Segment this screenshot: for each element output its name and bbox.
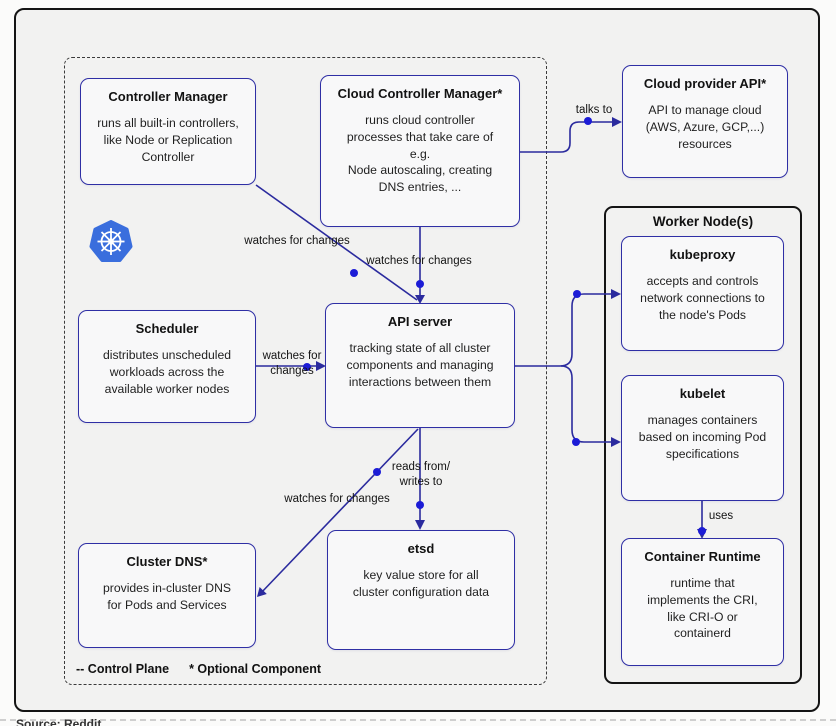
worker-node-title: Worker Node(s) (652, 214, 754, 229)
edge-label-watches-for-changes-dns: watches for changes (284, 493, 390, 505)
kubelet-body: manages containers based on incoming Pod… (638, 413, 767, 461)
api-server-title: API server (387, 314, 453, 329)
edge-label-watches-for-changes-scheduler: watches for changes (262, 350, 322, 377)
container-runtime-body: runtime that implements the CRI, like CR… (647, 576, 758, 641)
cluster-dns-body: provides in-cluster DNS for Pods and Ser… (102, 581, 231, 612)
cloud-controller-manager-box: Cloud Controller Manager* runs cloud con… (320, 75, 520, 227)
source-caption: Source: Reddit (16, 717, 102, 726)
edge-label-watches-for-changes-ccm: watches for changes (366, 255, 472, 267)
api-server-body: tracking state of all cluster components… (346, 341, 494, 389)
etsd-body: key value store for all cluster configur… (352, 568, 490, 599)
cloud-provider-api-box: Cloud provider API* API to manage cloud … (622, 65, 788, 178)
kubelet-box: kubelet manages containers based on inco… (621, 375, 784, 501)
controller-manager-body: runs all built-in controllers, like Node… (97, 116, 239, 164)
controller-manager-box: Controller Manager runs all built-in con… (80, 78, 256, 185)
bottom-dashed-divider (0, 719, 836, 721)
kubernetes-logo-icon (89, 220, 133, 262)
kubeproxy-body: accepts and controls network connections… (640, 274, 765, 322)
container-runtime-title: Container Runtime (644, 549, 761, 564)
controller-manager-title: Controller Manager (108, 89, 228, 104)
legend-optional-component: * Optional Component (189, 662, 321, 676)
scheduler-body: distributes unscheduled workloads across… (102, 348, 232, 396)
kubeproxy-title: kubeproxy (669, 247, 736, 262)
api-server-box: API server tracking state of all cluster… (325, 303, 515, 428)
legend-control-plane: -- Control Plane (76, 662, 170, 676)
cloud-controller-manager-body: runs cloud controller processes that tak… (346, 113, 494, 195)
etsd-title: etsd (407, 541, 435, 556)
cloud-provider-api-title: Cloud provider API* (643, 76, 767, 91)
cluster-dns-box: Cluster DNS* provides in-cluster DNS for… (78, 543, 256, 648)
scheduler-title: Scheduler (135, 321, 199, 336)
edge-label-talks-to: talks to (575, 104, 613, 116)
legend: -- Control Plane * Optional Component (76, 662, 321, 676)
edge-label-watches-for-changes-cm: watches for changes (244, 235, 350, 247)
cluster-dns-title: Cluster DNS* (126, 554, 208, 569)
edge-label-reads-from-writes-to: reads from/ writes to (391, 461, 451, 488)
edge-label-uses: uses (708, 510, 734, 522)
control-plane-dashed-border (64, 57, 547, 685)
cloud-controller-manager-title: Cloud Controller Manager* (337, 86, 503, 101)
kubelet-title: kubelet (679, 386, 726, 401)
container-runtime-box: Container Runtime runtime that implement… (621, 538, 784, 666)
scheduler-box: Scheduler distributes unscheduled worklo… (78, 310, 256, 423)
etsd-box: etsd key value store for all cluster con… (327, 530, 515, 650)
cloud-provider-api-body: API to manage cloud (AWS, Azure, GCP,...… (645, 103, 765, 151)
kubeproxy-box: kubeproxy accepts and controls network c… (621, 236, 784, 351)
